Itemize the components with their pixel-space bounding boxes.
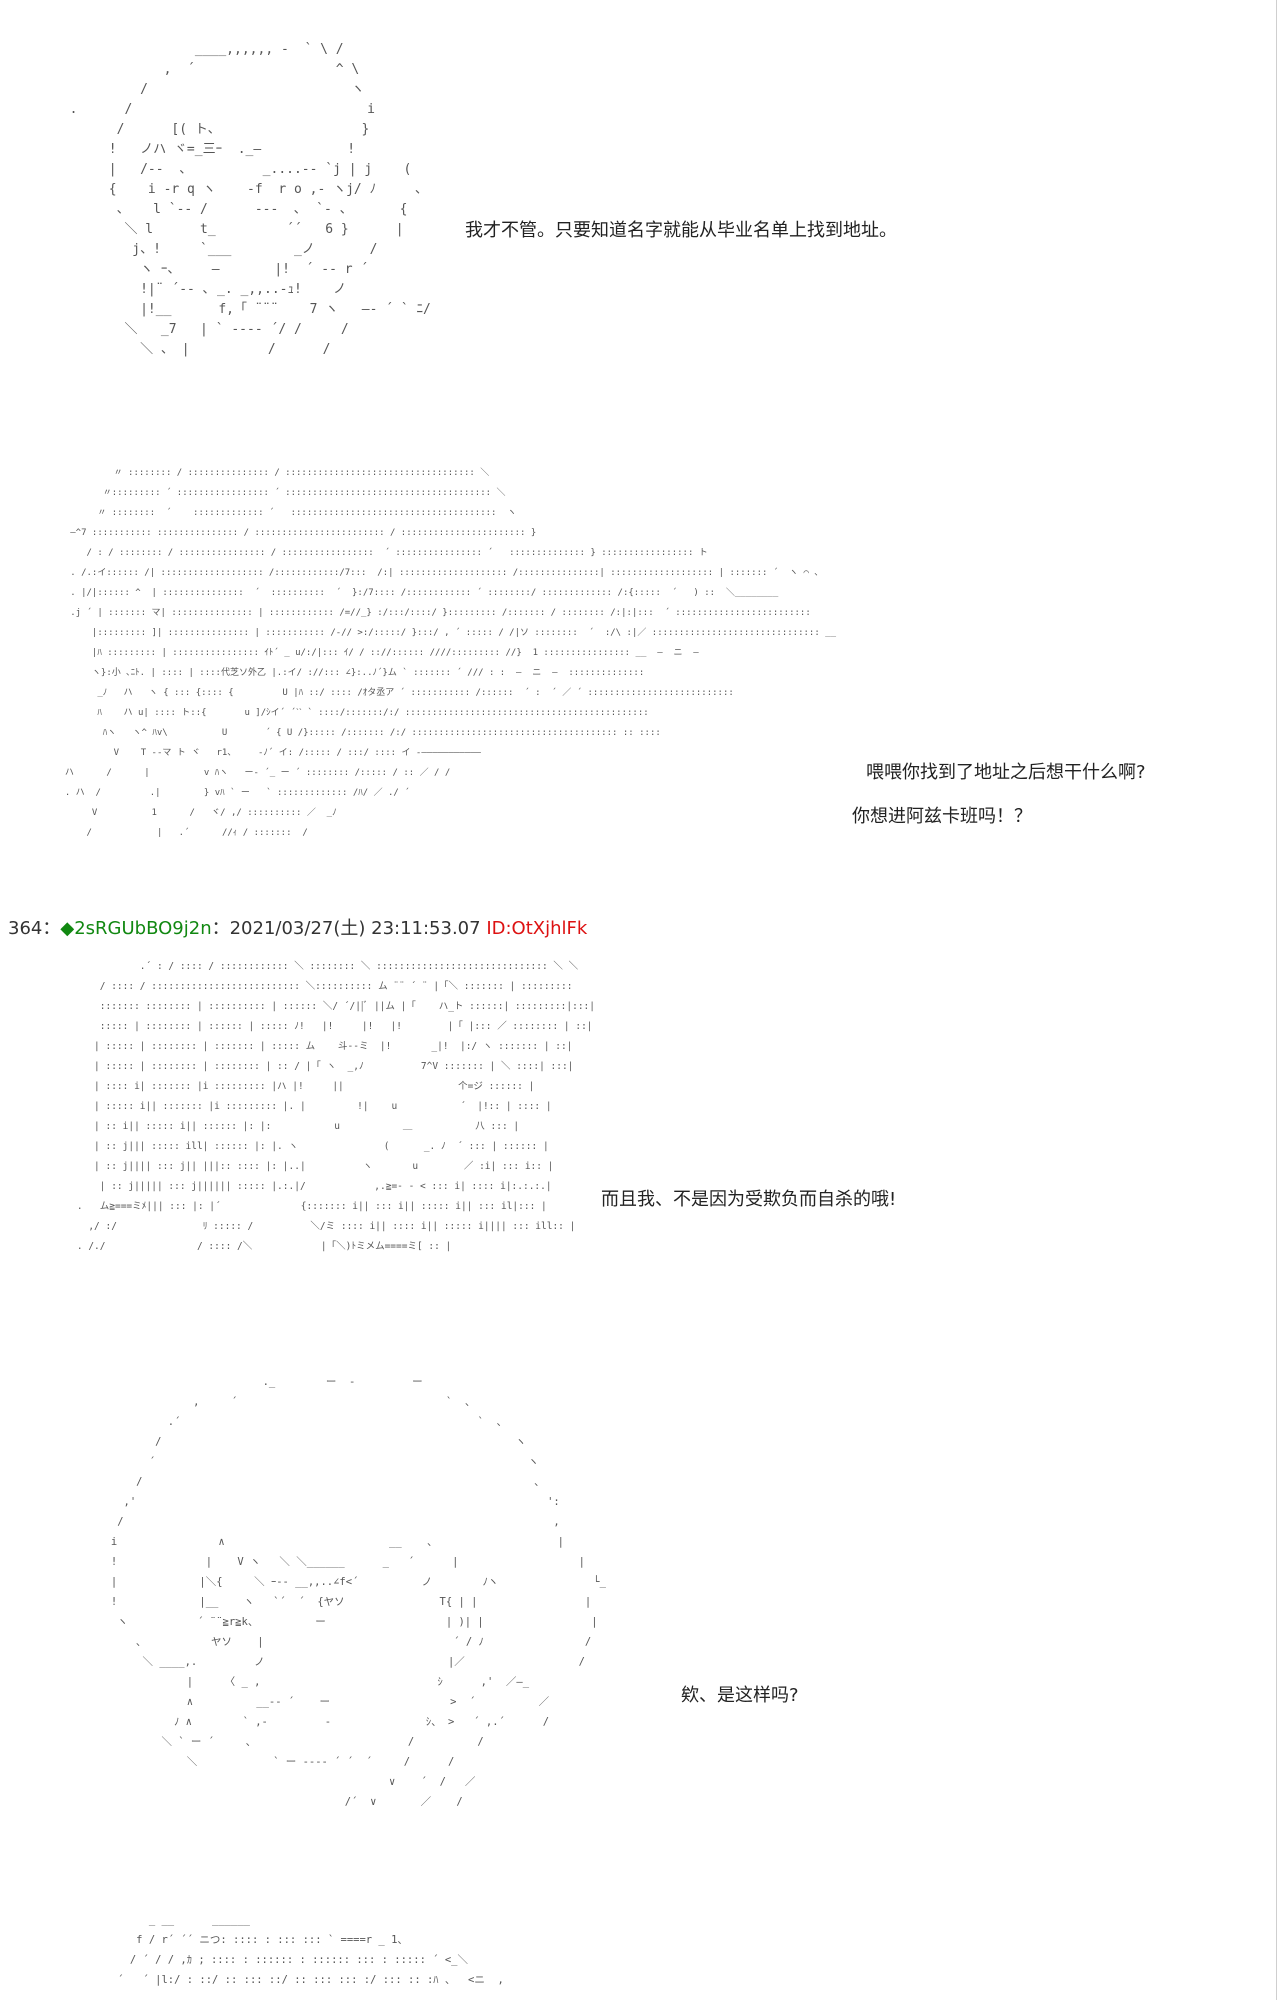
post-header: 364：◆2sRGUbBO9j2n：2021/03/27(土) 23:11:53… bbox=[8, 917, 587, 941]
post-separator: ： bbox=[42, 918, 61, 939]
dialog-line-2a: 喂喂你找到了地址之后想干什么啊? bbox=[866, 762, 1146, 783]
page-right-border bbox=[1276, 0, 1277, 2000]
post-datetime: 2021/03/27(土) 23:11:53.07 bbox=[229, 918, 481, 939]
ascii-art-panel-5: _ __ ______ f / r´ ´´ ニつ: :::: : ::: :::… bbox=[117, 1914, 504, 1986]
post-number: 364 bbox=[8, 918, 43, 939]
ascii-art-panel-3: .´ : / :::: / :::::::::::: ＼ :::::::: ＼ … bbox=[76, 961, 595, 1252]
ascii-art-panel-4: ._ ー - ー , ´ ` 、 .´ ` 、 / bbox=[110, 1376, 606, 1808]
ascii-art-panel-2: 〃 :::::::: / ::::::::::::::: / :::::::::… bbox=[64, 468, 837, 838]
dialog-line-4: 欸、是这样吗? bbox=[681, 1685, 799, 1706]
ascii-art-panel-1: ____,,,,,, - ` \ / , ´ ^ \ / ヽ . / i / [… bbox=[69, 42, 431, 357]
post-id[interactable]: ID:OtXjhlFk bbox=[486, 918, 588, 939]
post-separator: ： bbox=[211, 918, 230, 939]
dialog-line-2b: 你想进阿兹卡班吗！？ bbox=[852, 806, 1032, 827]
dialog-line-3: 而且我、不是因为受欺负而自杀的哦! bbox=[601, 1189, 897, 1210]
post-trip[interactable]: ◆2sRGUbBO9j2n bbox=[60, 918, 212, 939]
dialog-line-1: 我才不管。只要知道名字就能从毕业名单上找到地址。 bbox=[465, 220, 897, 241]
